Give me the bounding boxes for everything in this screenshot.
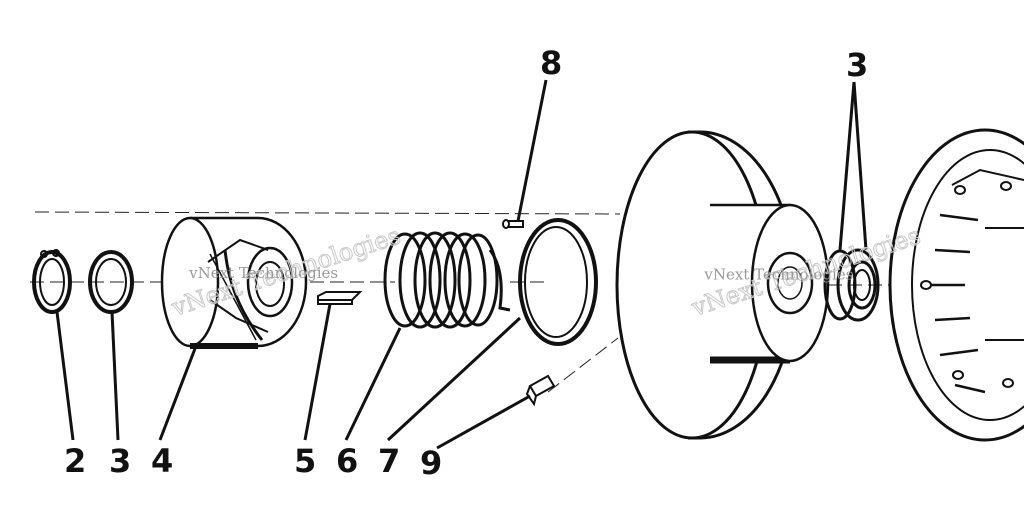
svg-text:vNext Technologies: vNext Technologies (188, 264, 338, 282)
callout-5: 5 (294, 442, 316, 480)
callout-4: 4 (151, 442, 173, 480)
callout-3-left: 3 (109, 442, 131, 480)
callout-3-right: 3 (846, 46, 868, 84)
part-fixed-sheave (888, 128, 1024, 442)
callout-7: 7 (378, 442, 400, 480)
callout-6: 6 (336, 442, 358, 480)
svg-text:vNext Technologies: vNext Technologies (703, 265, 853, 283)
leader-lines (55, 79, 868, 450)
callouts: 2 3 4 5 6 7 9 8 3 (64, 44, 868, 482)
part-bushings (823, 248, 880, 322)
part-spring (383, 231, 511, 329)
callout-2: 2 (64, 442, 86, 480)
part-bolt (525, 374, 556, 407)
part-washer (88, 250, 134, 314)
part-screw (502, 219, 524, 229)
part-ring (518, 218, 598, 346)
callout-8: 8 (540, 44, 562, 82)
part-key (317, 291, 363, 305)
callout-9: 9 (420, 444, 442, 482)
part-sheave (615, 130, 830, 440)
part-cam-hub (160, 216, 308, 349)
part-snap-ring (32, 249, 72, 314)
